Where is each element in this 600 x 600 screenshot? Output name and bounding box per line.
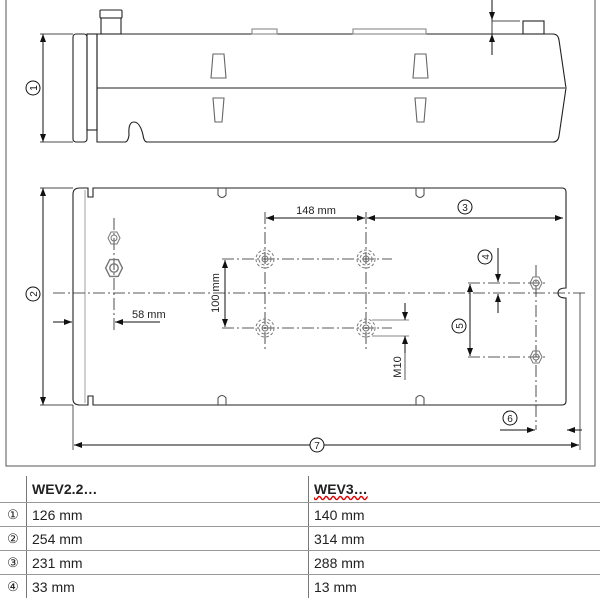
svg-text:2: 2 [29, 291, 40, 297]
table-header: WEV2.2… WEV3… [0, 476, 600, 503]
dimensions [25, 187, 582, 453]
wev22-value: 254 mm [26, 526, 309, 551]
wev3-value: 314 mm [308, 526, 600, 551]
row-number: ④ [7, 578, 19, 594]
row-number: ③ [0, 550, 27, 575]
wev3-value: 13 mm [308, 574, 600, 598]
svg-text:4: 4 [481, 254, 492, 260]
row-number: ② [0, 526, 27, 551]
svg-text:M10: M10 [392, 356, 404, 377]
wev3-value: 140 mm [308, 502, 600, 527]
plan-view [72, 187, 567, 406]
header-wev22: WEV2.2… [26, 476, 309, 503]
svg-text:148 mm: 148 mm [296, 205, 336, 217]
centerlines [53, 212, 585, 430]
side-view [72, 9, 567, 143]
wev3-value: 288 mm [308, 550, 600, 575]
drawing-frame [5, 0, 596, 467]
wev22-value: 33 mm [26, 574, 309, 598]
svg-text:1: 1 [29, 85, 40, 91]
dimension-1: 1 [25, 0, 520, 143]
technical-drawing: 1 [5, 0, 596, 467]
wev22-value: 231 mm [26, 550, 309, 575]
svg-text:6: 6 [507, 414, 513, 425]
svg-text:5: 5 [455, 323, 466, 329]
wev22-value: 126 mm [26, 502, 309, 527]
mounting-holes [104, 231, 543, 364]
svg-text:100 mm: 100 mm [210, 273, 222, 313]
svg-text:3: 3 [462, 203, 468, 214]
row-number: ① [0, 502, 27, 527]
svg-text:7: 7 [314, 441, 320, 452]
header-wev3: WEV3… [314, 481, 368, 497]
dimension-labels: 2 3 4 5 6 7 148 mm 100 mm 58 mm M10 [29, 203, 513, 452]
svg-text:58 mm: 58 mm [132, 309, 166, 321]
